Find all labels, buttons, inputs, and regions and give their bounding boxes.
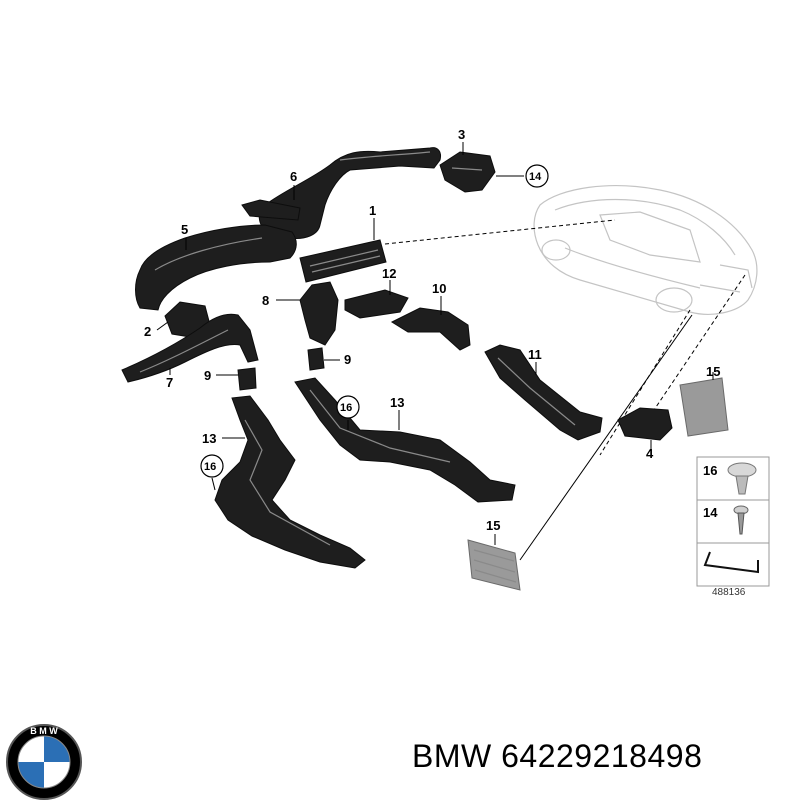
- callout-12: 12: [382, 266, 396, 281]
- part-11-duct: [484, 344, 603, 441]
- legend-label-14: 14: [703, 505, 718, 520]
- leader-lines: [156, 142, 714, 545]
- callout-13b: 13: [390, 395, 404, 410]
- callout-15a: 15: [706, 364, 720, 379]
- car-pointer-line: [519, 314, 693, 561]
- part-7-duct: [121, 313, 259, 383]
- svg-text:B M W: B M W: [30, 726, 58, 736]
- callout-7: 7: [166, 375, 173, 390]
- callout-15b: 15: [486, 518, 500, 533]
- callout-4: 4: [646, 446, 654, 461]
- part-4-vent: [617, 407, 673, 441]
- part-9b-clip: [307, 347, 325, 371]
- part-5-duct: [135, 224, 297, 311]
- bmw-roundel-icon: B M W: [6, 724, 82, 800]
- callout-14: 14: [529, 171, 542, 183]
- callout-6: 6: [290, 169, 297, 184]
- brand-part-number: BMW 64229218498: [412, 738, 702, 775]
- callout-8: 8: [262, 293, 269, 308]
- callout-16a: 16: [340, 402, 352, 414]
- bracket-icon: [703, 551, 759, 574]
- callout-1: 1: [369, 203, 376, 218]
- callout-14-circle: [525, 164, 549, 188]
- car-outline: [533, 185, 758, 315]
- brand-name: BMW: [412, 738, 492, 774]
- diagram-id: 488136: [712, 587, 746, 598]
- part-8-duct: [299, 281, 339, 346]
- part-12-vent: [344, 289, 409, 319]
- callout-11: 11: [528, 347, 542, 362]
- callout-16b-circle: [200, 454, 224, 478]
- car-pointer-line: [653, 274, 746, 411]
- part-9a-clip: [237, 367, 257, 391]
- callout-13a: 13: [202, 431, 216, 446]
- legend-label-16: 16: [703, 463, 717, 478]
- screw-icon: [733, 505, 749, 535]
- part-1-vent: [299, 239, 387, 283]
- part-13b-duct: [294, 377, 516, 503]
- part-15b-grille: [467, 539, 521, 591]
- part-6-duct: [241, 147, 441, 239]
- callout-16a-circle: [336, 395, 360, 419]
- fastener-legend: 16 14 488136: [696, 456, 770, 598]
- callout-2: 2: [144, 324, 151, 339]
- callout-16b: 16: [204, 461, 216, 473]
- part-3-vent: [439, 151, 496, 193]
- callout-9b: 9: [344, 352, 351, 367]
- callout-10: 10: [432, 281, 446, 296]
- clip-icon: [727, 462, 757, 495]
- callout-3: 3: [458, 127, 465, 142]
- part-10-duct: [390, 307, 471, 351]
- part-number: 64229218498: [501, 738, 703, 774]
- car-pointer-line: [384, 219, 616, 245]
- callout-9a: 9: [204, 368, 211, 383]
- callout-5: 5: [181, 222, 188, 237]
- part-15a-grille: [679, 377, 729, 437]
- part-13a-duct: [214, 395, 366, 569]
